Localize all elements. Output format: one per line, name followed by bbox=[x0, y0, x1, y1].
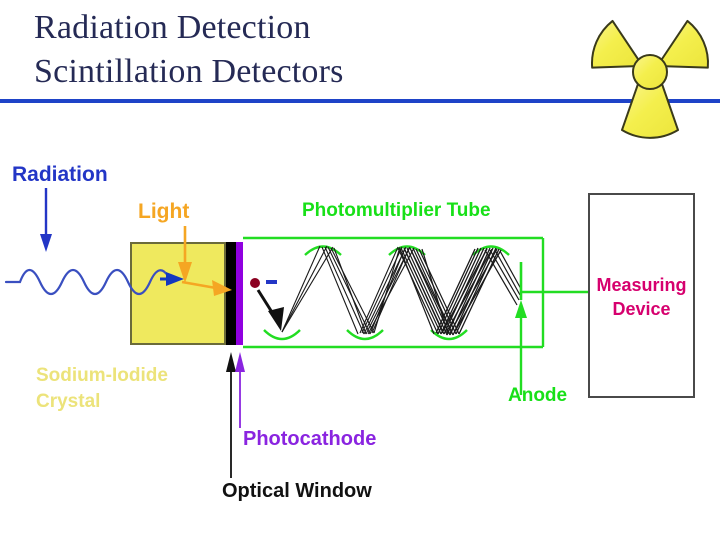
photoelectron-arrow bbox=[256, 289, 284, 331]
electron-cascade-stage-2 bbox=[321, 246, 375, 335]
electron-cascade-stage-1 bbox=[281, 245, 334, 333]
radiation-pointer-arrow bbox=[40, 188, 52, 252]
dynode-arc-5 bbox=[430, 329, 468, 341]
measuring-device-line-2: Device bbox=[612, 299, 671, 319]
electron-cascade-stage-4 bbox=[397, 247, 460, 336]
label-anode: Anode bbox=[508, 385, 568, 406]
optical-window-strip bbox=[226, 242, 236, 345]
label-photocathode: Photocathode bbox=[243, 428, 377, 450]
photocathode-strip bbox=[236, 242, 243, 345]
dynode-arc-6 bbox=[472, 245, 510, 256]
label-sodium-iodide-crystal: Sodium-Iodide Crystal bbox=[36, 363, 168, 415]
electron-cascade-to-anode bbox=[484, 249, 522, 306]
label-light: Light bbox=[138, 200, 190, 223]
measuring-device-line-1: Measuring bbox=[596, 275, 687, 295]
title-line-2: Scintillation Detectors bbox=[34, 53, 344, 90]
photomultiplier-tube-envelope bbox=[243, 236, 545, 349]
electron-symbol bbox=[250, 278, 277, 288]
electron-cascade-stage-5 bbox=[435, 247, 502, 336]
dynode-arcs bbox=[263, 245, 510, 341]
optical-window-leader bbox=[226, 352, 236, 478]
anode-electrode bbox=[515, 262, 527, 395]
electron-cascade-stage-3 bbox=[359, 246, 415, 335]
label-crystal-line-1: Sodium-Iodide bbox=[36, 365, 168, 386]
label-optical-window: Optical Window bbox=[222, 480, 372, 502]
page-title: Radiation Detection Scintillation Detect… bbox=[34, 6, 564, 94]
measuring-device-label: Measuring Device bbox=[590, 273, 693, 321]
dynode-arc-3 bbox=[346, 329, 384, 341]
measuring-device-box[interactable]: Measuring Device bbox=[588, 193, 695, 398]
dynode-arc-1 bbox=[263, 329, 301, 341]
sodium-iodide-crystal-block bbox=[130, 242, 226, 345]
title-divider-rule bbox=[0, 99, 720, 103]
label-photomultiplier-tube: Photomultiplier Tube bbox=[302, 200, 491, 221]
label-radiation: Radiation bbox=[12, 163, 108, 186]
photocathode-leader bbox=[235, 352, 245, 428]
label-crystal-line-2: Crystal bbox=[36, 391, 101, 412]
radiation-trefoil-icon bbox=[591, 19, 709, 139]
title-line-1: Radiation Detection bbox=[34, 9, 311, 46]
dynode-arc-2 bbox=[304, 245, 342, 256]
dynode-arc-4 bbox=[388, 245, 426, 256]
